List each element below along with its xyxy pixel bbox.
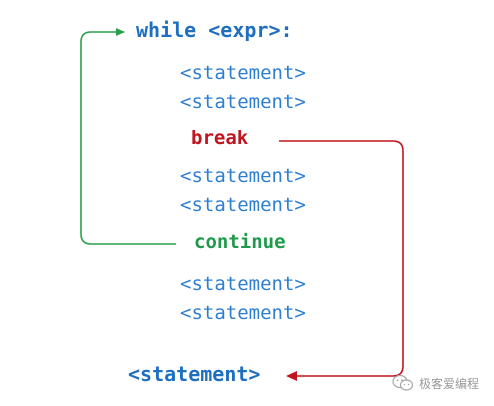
while-header: while <expr>: [136,18,293,42]
continue-arrow [80,28,176,245]
break-arrowhead [286,371,297,381]
break-arrow [279,140,404,377]
loop-statement-4: <statement> [180,194,306,216]
wechat-icon [392,374,414,391]
break-keyword: break [191,127,249,149]
loop-statement-5: <statement> [180,273,306,295]
loop-statement-3: <statement> [180,165,306,187]
watermark-text: 极客爱编程 [419,376,480,391]
loop-statement-6: <statement> [180,302,306,324]
loop-statement-1: <statement> [180,62,306,84]
continue-keyword: continue [194,231,286,253]
watermark: 极客爱编程 [392,374,479,392]
loop-statement-2: <statement> [180,91,306,113]
after-loop-statement: <statement> [128,362,261,386]
